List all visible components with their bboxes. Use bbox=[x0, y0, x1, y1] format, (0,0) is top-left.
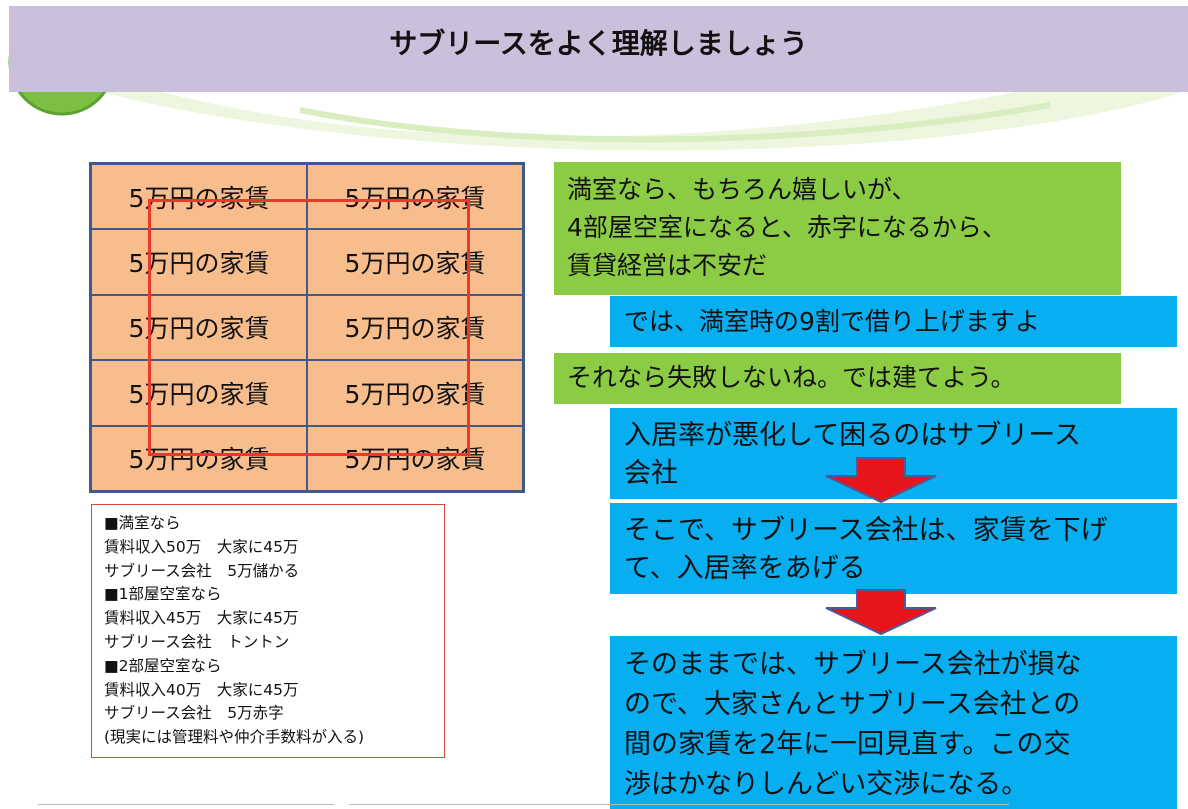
down-arrow-icon bbox=[825, 589, 937, 636]
rent-cell: 5万円の家賃 bbox=[307, 164, 523, 230]
owner-worry-box: 満室なら、もちろん嬉しいが、 4部屋空室になると、赤字になるから、 賃貸経営は不… bbox=[554, 162, 1121, 295]
page-title: サブリースをよく理解しましょう bbox=[389, 27, 808, 60]
note-line: ■1部屋空室なら bbox=[104, 585, 222, 604]
text-line: それなら失敗しないね。では建てよう。 bbox=[567, 363, 1016, 392]
step-3-box: そのままでは、サブリース会社が損な ので、大家さんとサブリース会社との 間の家賃… bbox=[610, 636, 1177, 809]
note-line: 賃料収入50万 大家に45万 bbox=[104, 537, 299, 556]
highlight-rectangle bbox=[148, 199, 470, 456]
rent-cell: 5万円の家賃 bbox=[91, 229, 307, 295]
note-line: ■満室なら bbox=[104, 514, 181, 532]
text-line: 4部屋空室になると、赤字になるから、 bbox=[567, 213, 1007, 242]
note-line: (現実には管理料や仲介手数料が入る) bbox=[104, 728, 365, 747]
sublease-offer-box: では、満室時の9割で借り上げますよ bbox=[610, 296, 1177, 347]
text-line: 渉はかなりしんどい交渉になる。 bbox=[624, 769, 1029, 800]
rent-cell: 5万円の家賃 bbox=[91, 360, 307, 426]
rent-cell: 5万円の家賃 bbox=[91, 425, 307, 491]
note-line: 賃料収入40万 大家に45万 bbox=[104, 680, 299, 699]
text-line: 入居率が悪化して困るのはサブリース bbox=[624, 420, 1081, 451]
step-2-box: そこで、サブリース会社は、家賃を下げ て、入居率をあげる bbox=[610, 503, 1177, 594]
note-line: 賃料収入45万 大家に45万 bbox=[104, 609, 299, 628]
text-line: 賃貸経営は不安だ bbox=[567, 251, 768, 280]
text-line: 満室なら、もちろん嬉しいが、 bbox=[567, 175, 917, 204]
rent-cell: 5万円の家賃 bbox=[307, 360, 523, 426]
owner-agree-box: それなら失敗しないね。では建てよう。 bbox=[554, 353, 1121, 404]
rent-cell: 5万円の家賃 bbox=[307, 229, 523, 295]
divider bbox=[38, 804, 334, 805]
text-line: そこで、サブリース会社は、家賃を下げ bbox=[624, 515, 1108, 546]
note-line: サブリース会社 5万儲かる bbox=[104, 561, 300, 580]
text-line: 間の家賃を2年に一回見直す。この交 bbox=[624, 729, 1071, 760]
notes-box: ■満室なら 賃料収入50万 大家に45万 サブリース会社 5万儲かる ■1部屋空… bbox=[91, 504, 445, 758]
title-bar: サブリースをよく理解しましょう bbox=[9, 6, 1188, 92]
text-line: ので、大家さんとサブリース会社との bbox=[624, 689, 1081, 720]
note-line: ■2部屋空室なら bbox=[104, 656, 222, 675]
text-line: では、満室時の9割で借り上げますよ bbox=[624, 307, 1040, 336]
rent-cell: 5万円の家賃 bbox=[307, 294, 523, 361]
rent-cell: 5万円の家賃 bbox=[307, 425, 523, 491]
down-arrow-icon bbox=[825, 457, 937, 504]
rent-grid: 5万円の家賃 5万円の家賃 5万円の家賃 5万円の家賃 5万円の家賃 5万円の家… bbox=[89, 162, 525, 493]
text-line: そのままでは、サブリース会社が損な bbox=[624, 649, 1082, 680]
divider bbox=[349, 804, 1009, 805]
text-line: 会社 bbox=[624, 458, 678, 489]
text-line: て、入居率をあげる bbox=[624, 553, 866, 584]
rent-cell: 5万円の家賃 bbox=[91, 164, 307, 230]
note-line: サブリース会社 トントン bbox=[104, 632, 290, 651]
note-line: サブリース会社 5万赤字 bbox=[104, 704, 284, 723]
rent-cell: 5万円の家賃 bbox=[91, 294, 307, 361]
